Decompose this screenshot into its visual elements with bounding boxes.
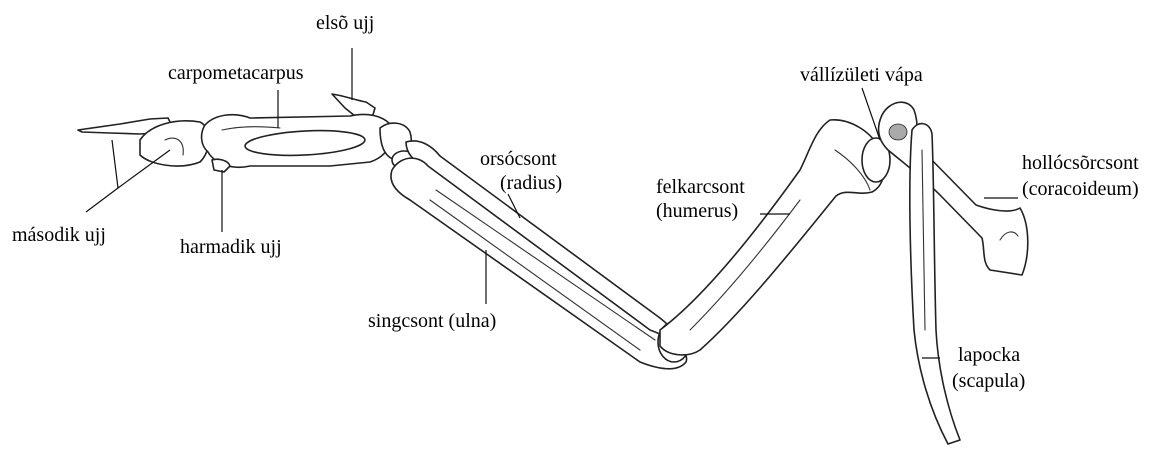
- label-ulna: singcsont (ulna): [368, 310, 496, 332]
- label-carpometacarpus: carpometacarpus: [168, 62, 303, 84]
- label-third-digit: harmadik ujj: [180, 236, 282, 258]
- label-glenoid: vállízületi vápa: [800, 64, 923, 86]
- label-radius-hu: orsócsont: [480, 148, 557, 170]
- label-humerus-la: (humerus): [656, 200, 738, 222]
- leader-second-digit-stem: [86, 188, 118, 212]
- glenoid-cavity: [889, 124, 907, 140]
- humerus-bone: [660, 120, 884, 355]
- label-second-digit: második ujj: [12, 224, 106, 246]
- label-coracoid-hu: hollócsõrcsont: [1022, 152, 1139, 174]
- label-coracoid-la: (coracoideum): [1022, 178, 1139, 200]
- label-humerus-hu: felkarcsont: [656, 176, 745, 198]
- label-first-digit: elsõ ujj: [316, 12, 374, 34]
- label-scapula-la: (scapula): [952, 370, 1025, 392]
- label-scapula-hu: lapocka: [958, 344, 1020, 366]
- label-radius-la: (radius): [500, 172, 562, 194]
